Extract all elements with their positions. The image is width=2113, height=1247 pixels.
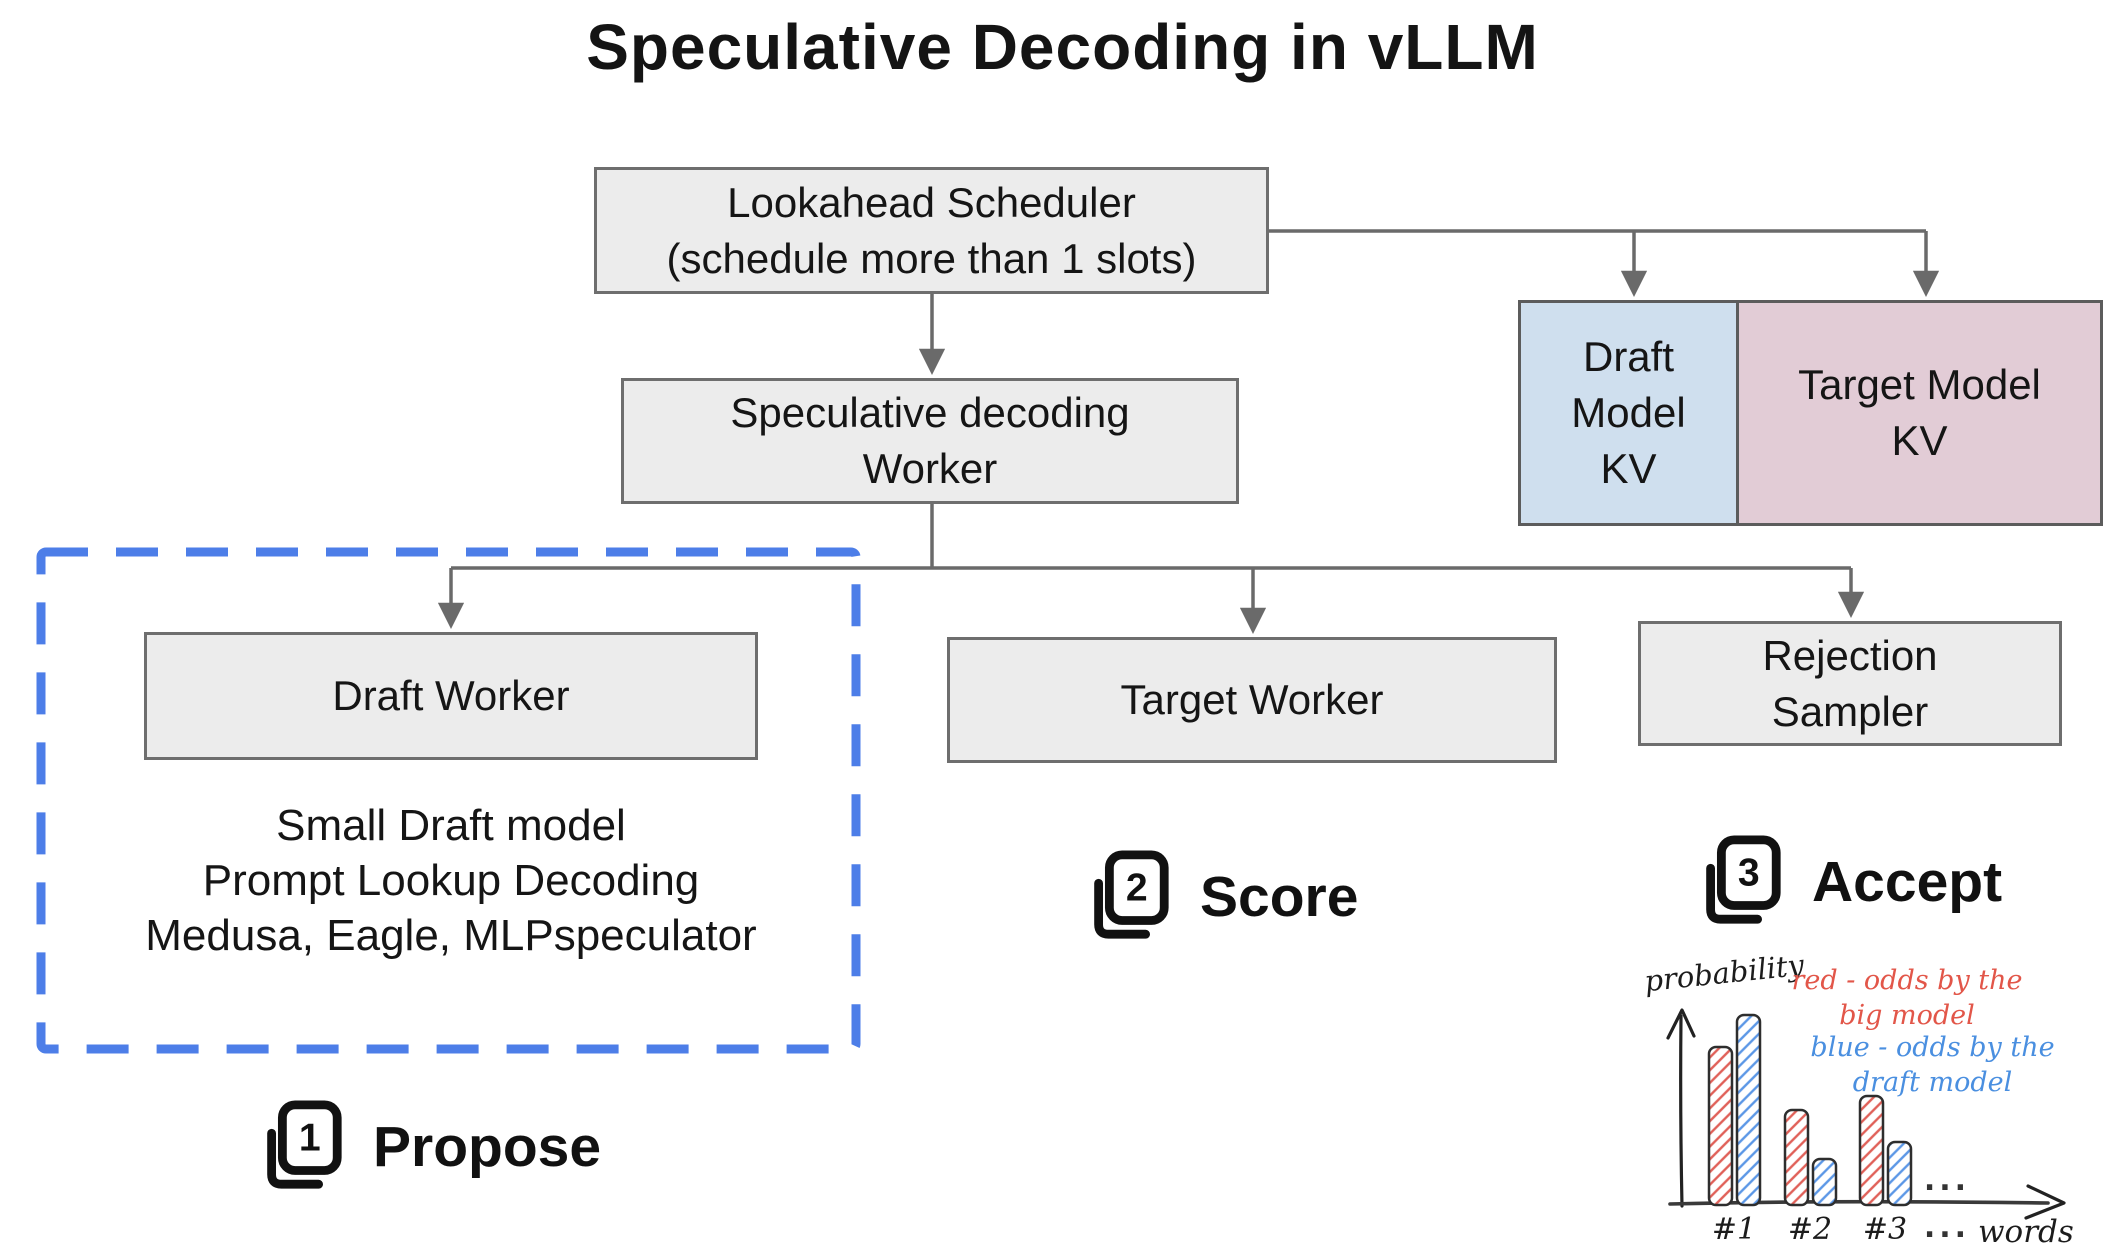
numbered-pages-2-icon: 2 xyxy=(1094,850,1169,939)
step-label: Score xyxy=(1200,865,1359,929)
legend-red: red - odds by the big model xyxy=(1742,963,2072,1033)
y-axis-arrowhead-icon xyxy=(1666,1008,1696,1040)
x-tick-label: #3 xyxy=(1863,1212,1907,1247)
probability-bar-chart: #1 #2 #3...... xyxy=(1666,1008,2066,1247)
numbered-pages-3-icon: 3 xyxy=(1706,835,1781,924)
node-target-model-kv: Target Model KV xyxy=(1736,300,2103,526)
x-tick-label: #2 xyxy=(1788,1212,1832,1247)
legend-red-line1: red - odds by the xyxy=(1791,965,2023,996)
x-tick-label: #1 xyxy=(1712,1212,1756,1247)
legend-blue-line2: draft model xyxy=(1852,1067,2013,1098)
draft-methods-list: Small Draft model Prompt Lookup Decoding… xyxy=(96,798,806,963)
node-label: (schedule more than 1 slots) xyxy=(666,234,1197,282)
chart-bar-blue-#1 xyxy=(1735,1013,1762,1207)
chart-bar-red-#3 xyxy=(1858,1094,1885,1207)
numbered-pages-1-icon: 1 xyxy=(267,1100,342,1189)
x-axis-arrowhead-icon xyxy=(2024,1184,2066,1220)
chart-bar-blue-#2 xyxy=(1811,1157,1838,1207)
chart-bar-blue-#3 xyxy=(1886,1140,1913,1207)
step-score: 2 Score xyxy=(1080,848,1358,946)
ellipsis-label: ... xyxy=(1924,1210,1970,1245)
propose-dashed-region xyxy=(36,547,861,1054)
chart-bar-red-#2 xyxy=(1783,1108,1810,1207)
node-label: Model xyxy=(1571,389,1686,437)
node-label: Draft xyxy=(1582,333,1674,381)
node-speculative-decoding-worker: Speculative decoding Worker xyxy=(621,378,1239,504)
node-label: Speculative decoding xyxy=(730,389,1130,437)
node-draft-worker: Draft Worker xyxy=(144,632,758,760)
legend-red-line2: big model xyxy=(1839,1000,1975,1031)
node-rejection-sampler: Rejection Sampler xyxy=(1638,621,2062,746)
chart-bar-red-#1 xyxy=(1707,1045,1734,1207)
step-label: Propose xyxy=(373,1115,602,1179)
node-lookahead-scheduler: Lookahead Scheduler (schedule more than … xyxy=(594,167,1269,294)
node-label: Draft Worker xyxy=(332,672,570,720)
y-axis xyxy=(1679,1014,1684,1208)
ellipsis-label: ... xyxy=(1924,1163,1970,1198)
legend-blue: blue - odds by the draft model xyxy=(1760,1030,2105,1100)
node-label: KV xyxy=(1891,417,1948,464)
step-accept: 3 Accept xyxy=(1692,833,2002,931)
node-label: Sampler xyxy=(1771,687,1929,735)
node-label: Worker xyxy=(862,445,998,492)
draft-method: Small Draft model xyxy=(276,801,626,850)
node-label: Lookahead Scheduler xyxy=(727,178,1136,226)
draft-method: Medusa, Eagle, MLPspeculator xyxy=(145,911,757,960)
node-draft-model-kv: Draft Model KV xyxy=(1518,300,1739,526)
legend-blue-line1: blue - odds by the xyxy=(1810,1032,2055,1063)
page-title: Speculative Decoding in vLLM xyxy=(586,11,1539,83)
step-number: 1 xyxy=(299,1117,321,1160)
step-label: Accept xyxy=(1812,850,2003,914)
node-label: Rejection xyxy=(1762,631,1938,679)
node-label: Target Model xyxy=(1798,361,2041,409)
chart-xlabel: words xyxy=(1978,1214,2074,1247)
node-label: KV xyxy=(1600,444,1657,492)
node-target-worker: Target Worker xyxy=(947,637,1557,763)
node-label: Target Worker xyxy=(1120,676,1384,724)
step-number: 3 xyxy=(1738,852,1760,895)
draft-method: Prompt Lookup Decoding xyxy=(202,856,700,905)
step-propose: 1 Propose xyxy=(253,1098,601,1196)
step-number: 2 xyxy=(1126,867,1148,910)
